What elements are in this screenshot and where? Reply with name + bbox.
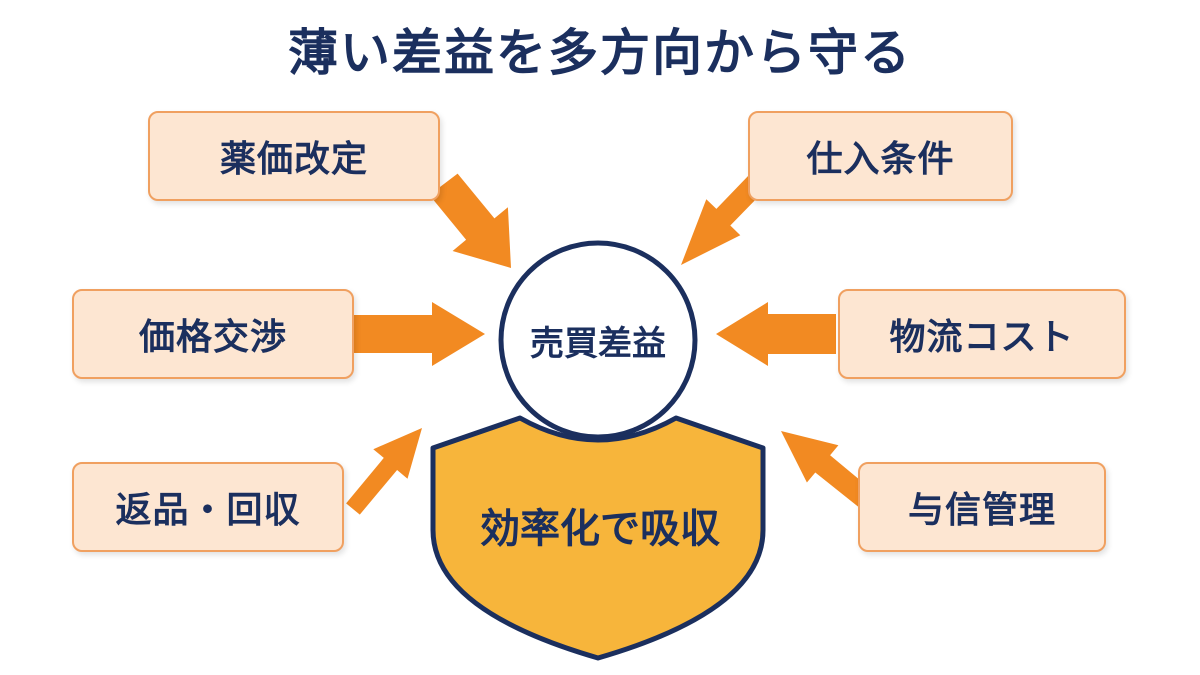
arrow-bottom-left [346,428,422,515]
factor-box-returns-recalls: 返品・回収 [72,462,344,552]
factor-box-logistics-cost: 物流コスト [838,289,1126,379]
factor-box-purchase-terms: 仕入条件 [748,111,1013,201]
arrow-mid-right [716,302,836,366]
shield-shape [430,415,766,661]
diagram-title: 薄い差益を多方向から守る [288,24,912,82]
center-circle [498,240,698,440]
factor-box-credit-management: 与信管理 [858,462,1106,552]
shield-label: 効率化で吸収 [480,506,720,552]
arrow-bottom-right [781,431,876,510]
factor-box-drug-price-revision: 薬価改定 [148,111,440,201]
arrow-top-left [429,173,511,268]
arrow-mid-left [352,302,485,366]
factor-box-price-negotiation: 価格交渉 [72,289,354,379]
center-label: 売買差益 [530,323,666,364]
